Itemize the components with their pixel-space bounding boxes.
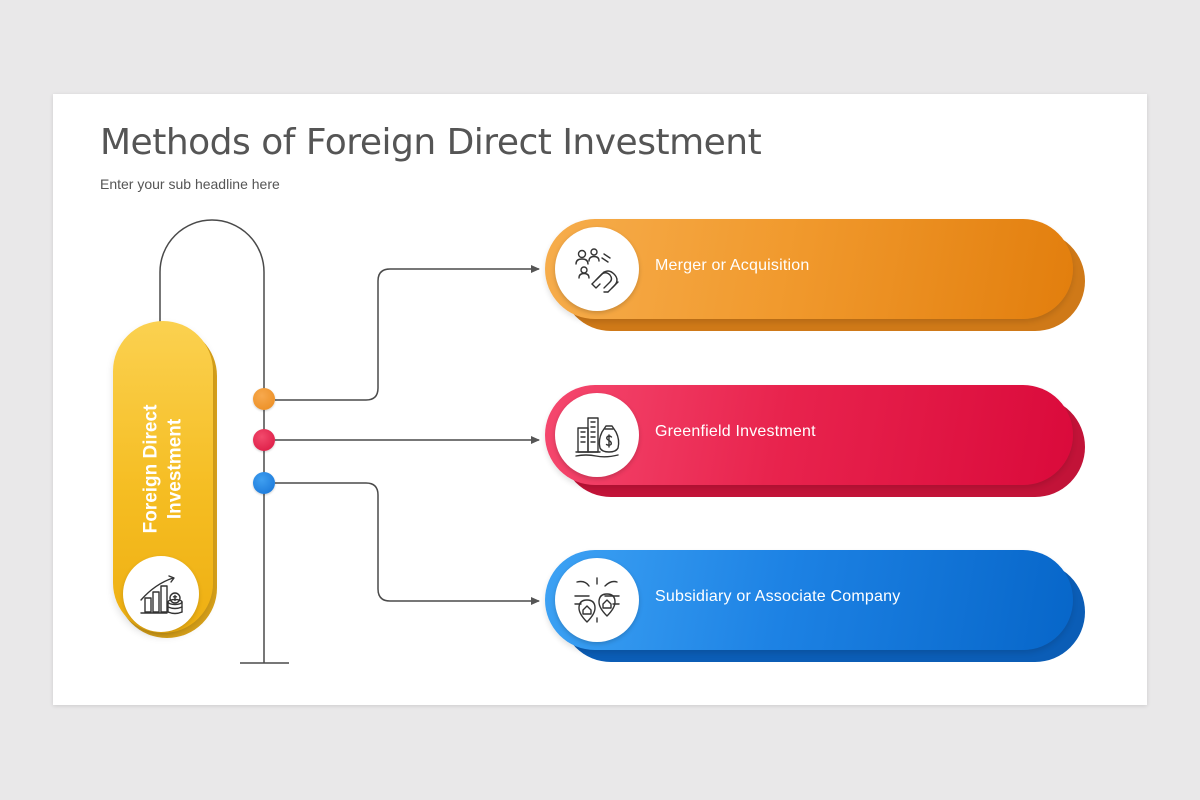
orange-node-dot	[253, 388, 275, 410]
card-greenfield-investment: Greenfield Investment	[545, 385, 1087, 497]
card-icon-circle	[555, 393, 639, 477]
slide-subtitle: Enter your sub headline here	[100, 176, 280, 192]
growth-chart-coins-icon	[140, 575, 183, 615]
main-label: Foreign Direct Investment	[113, 374, 213, 564]
card-icon-circle	[555, 227, 639, 311]
card-label: Merger or Acquisition	[655, 257, 810, 274]
card-label: Subsidiary or Associate Company	[655, 588, 901, 605]
card-merger-acquisition: Merger or Acquisition	[545, 219, 1087, 331]
card-label: Greenfield Investment	[655, 423, 816, 440]
main-label-line2: Investment	[164, 418, 185, 520]
card-icon-circle	[555, 558, 639, 642]
slide-title: Methods of Foreign Direct Investment	[100, 122, 762, 163]
connector-lines	[159, 219, 540, 664]
magnet-people-icon	[575, 248, 619, 293]
main-icon-circle	[123, 556, 199, 632]
red-node-dot	[253, 429, 275, 451]
slide: Methods of Foreign Direct Investment Ent…	[53, 94, 1147, 705]
main-label-line1: Foreign Direct	[140, 404, 161, 534]
blue-node-dot	[253, 472, 275, 494]
card-subsidiary-associate-company: Subsidiary or Associate Company	[545, 550, 1087, 662]
location-map-icon	[574, 577, 620, 623]
buildings-moneybag-icon	[575, 417, 620, 458]
